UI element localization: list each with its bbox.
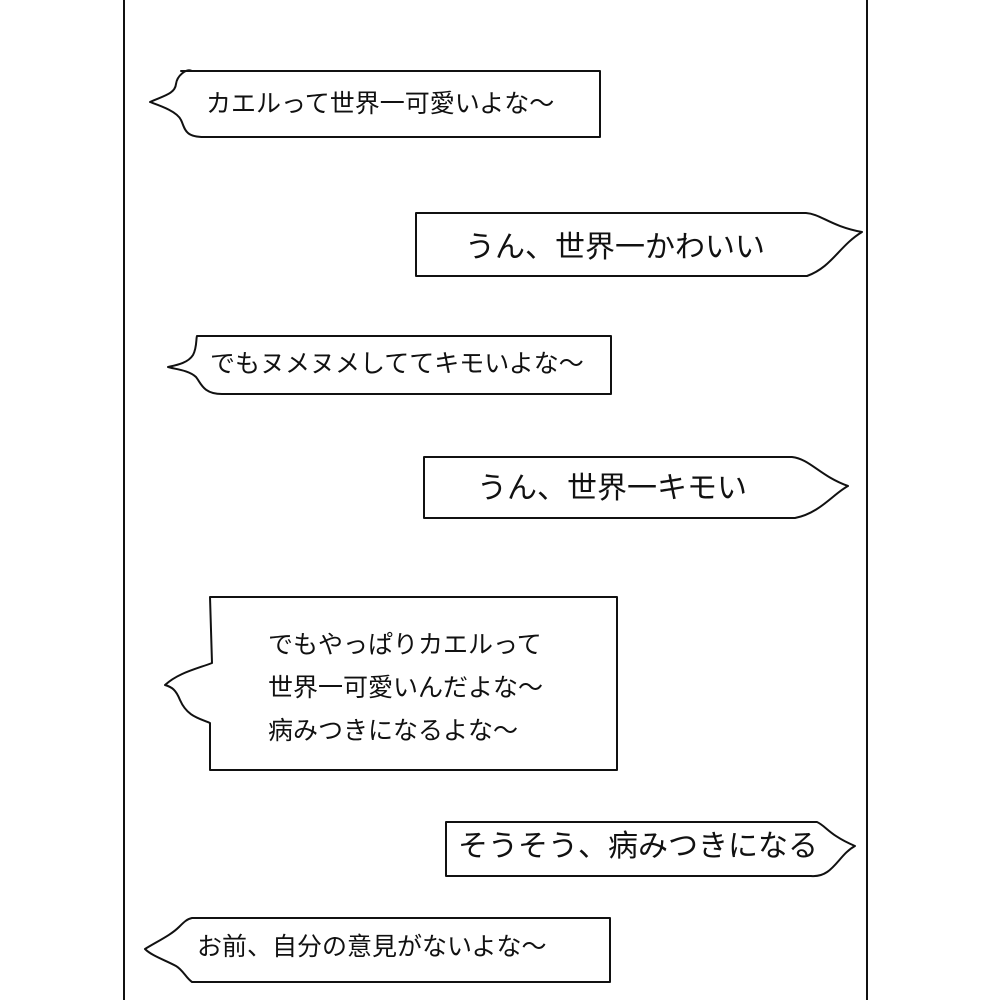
speech-bubble-6	[445, 821, 856, 878]
message-1: カエルって世界一可愛いよな～	[206, 89, 555, 118]
speech-bubble-4	[423, 456, 849, 519]
message-5: でもやっぱりカエルって 世界一可愛いんだよな～ 病みつきになるよな～	[268, 623, 543, 752]
message-2: うん、世界一かわいい	[465, 230, 765, 265]
speech-bubble-1	[149, 69, 601, 138]
message-5-line-3: 病みつきになるよな～	[268, 716, 519, 745]
message-5-line-1: でもやっぱりカエルって	[268, 630, 542, 659]
message-5-line-2: 世界一可愛いんだよな～	[268, 673, 544, 702]
message-7: お前、自分の意見がないよな～	[197, 932, 547, 961]
speech-bubble-7	[144, 917, 611, 983]
speech-bubble-5	[164, 596, 618, 771]
message-3: でもヌメヌメしててキモいよな～	[210, 349, 584, 378]
message-4: うん、世界一キモい	[477, 471, 747, 506]
speech-bubble-2	[415, 212, 863, 277]
message-6: そうそう、病みつきになる	[458, 829, 818, 864]
speech-bubble-3	[167, 335, 612, 395]
